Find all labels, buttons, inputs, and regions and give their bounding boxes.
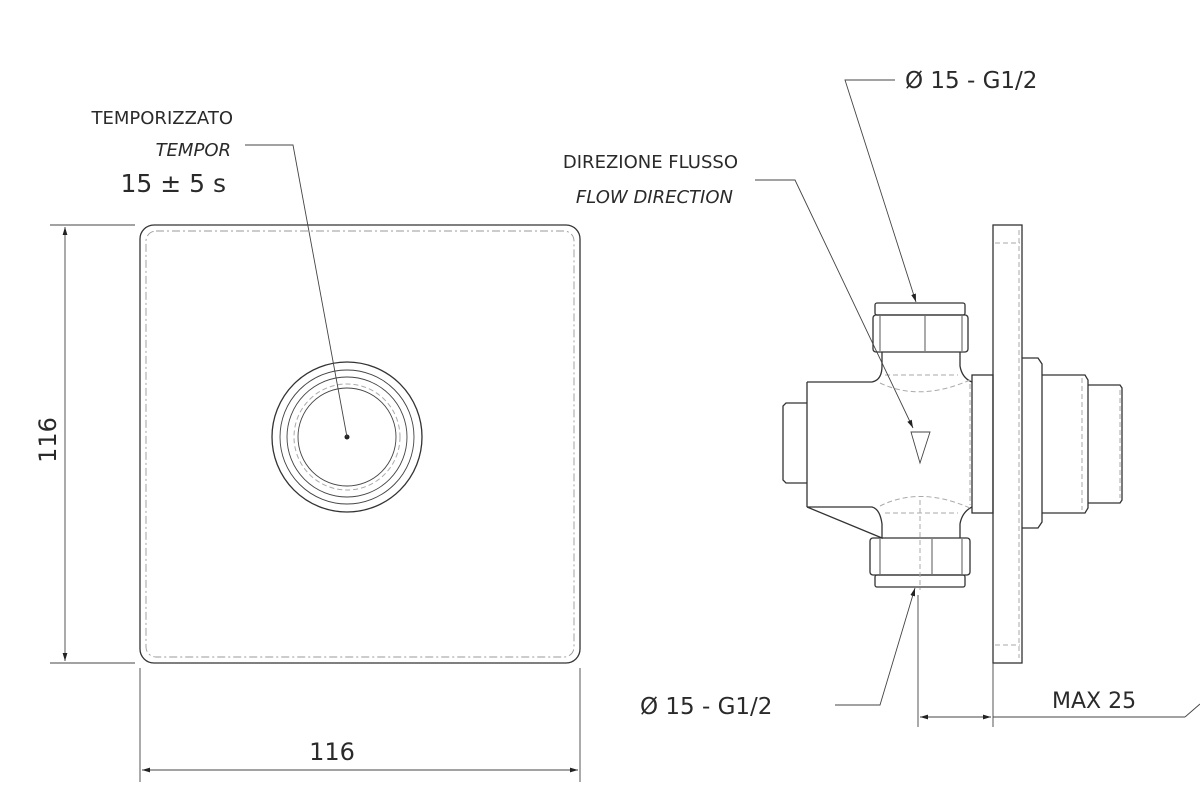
inlet-bottom-leader-line (835, 587, 916, 706)
inlet-top-label: Ø 15 - G1/2 (905, 68, 1037, 94)
height-dim-label: 116 (34, 417, 62, 463)
timer-label-it: TEMPORIZZATO (91, 108, 233, 129)
front-plate (139, 224, 581, 664)
inlet-bottom-label: Ø 15 - G1/2 (640, 694, 772, 720)
valve-side-view (782, 224, 1123, 664)
max-dimension (917, 595, 1200, 727)
timer-leader-line (245, 144, 348, 438)
width-dimension (139, 668, 581, 782)
flow-leader-line (755, 179, 914, 429)
height-dimension (50, 224, 135, 664)
flow-label-en: FLOW DIRECTION (576, 187, 733, 208)
timer-label-en: TEMPOR (156, 140, 231, 161)
timer-value: 15 ± 5 s (120, 169, 226, 198)
max-dim-label: MAX 25 (1052, 689, 1136, 714)
push-button (271, 361, 423, 513)
width-dim-label: 116 (309, 738, 355, 766)
flow-arrow-icon (910, 431, 931, 465)
flow-label-it: DIREZIONE FLUSSO (563, 152, 738, 173)
inlet-top-leader-line (844, 79, 917, 303)
